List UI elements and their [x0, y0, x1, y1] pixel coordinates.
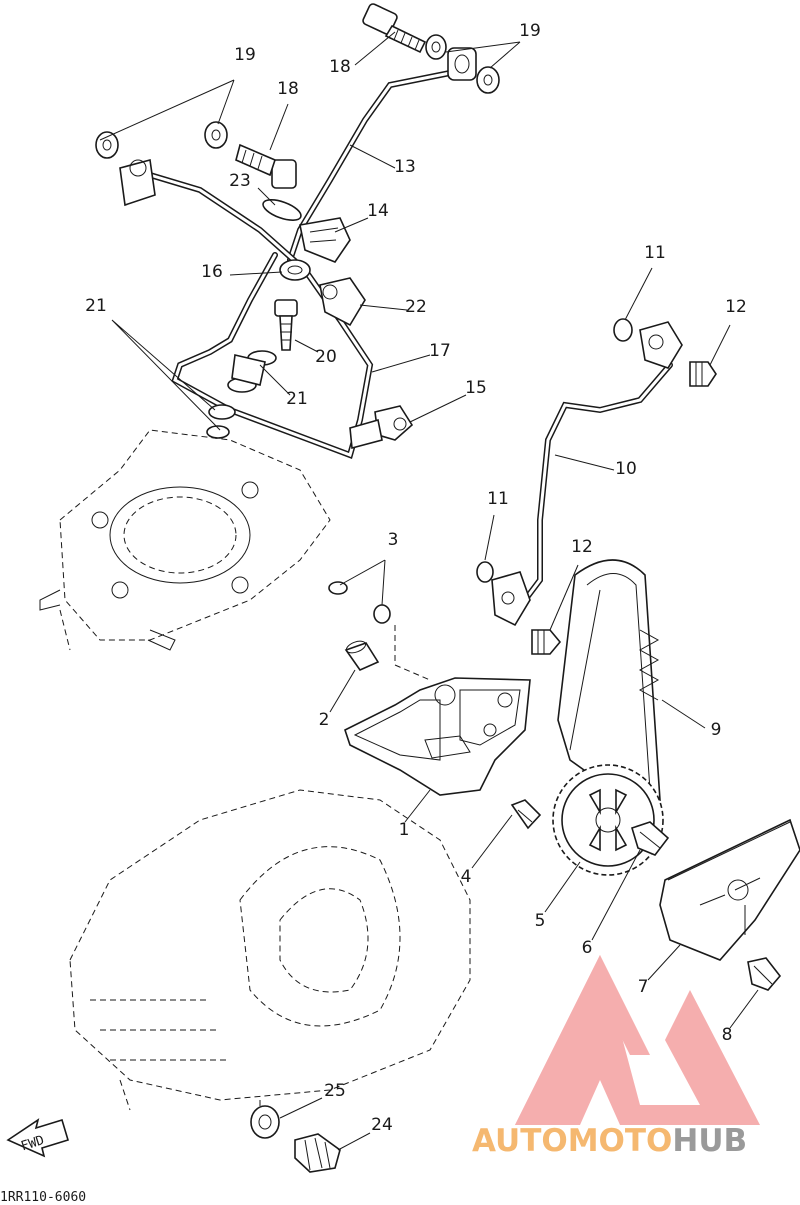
bolt-4-icon — [510, 799, 542, 830]
washer-19-set — [95, 34, 500, 159]
clamp-22-icon — [319, 277, 366, 327]
callout-c1: 1 — [399, 820, 410, 840]
callout-c8: 8 — [722, 1025, 733, 1045]
callout-c15: 15 — [465, 378, 487, 398]
callout-c3: 3 — [388, 530, 399, 550]
callout-c21b: 21 — [286, 389, 308, 409]
drain-bolt-24-icon — [294, 1133, 341, 1173]
callout-c23: 23 — [229, 171, 251, 191]
washer-21-set — [206, 350, 277, 439]
callout-c16: 16 — [201, 262, 223, 282]
pump-cover-7-icon — [659, 818, 800, 961]
bolt-8-icon — [747, 957, 782, 991]
fwd-arrow-icon — [6, 1118, 69, 1158]
watermark-text: AUTOMOTOHUB — [472, 1123, 747, 1159]
callout-c19a: 19 — [234, 45, 256, 65]
union-bolt-mid-icon — [235, 143, 297, 189]
callout-c11b: 11 — [487, 489, 509, 509]
bolt-6-icon — [631, 821, 670, 856]
clamp-14-icon — [299, 217, 351, 263]
union-bolt-20-icon — [274, 299, 298, 351]
bolt-12-set — [531, 361, 717, 655]
cylinder-block-outline — [39, 429, 331, 651]
callout-c12a: 12 — [725, 297, 747, 317]
callout-c22: 22 — [405, 297, 427, 317]
callout-c5: 5 — [535, 911, 546, 931]
callout-c25: 25 — [324, 1081, 346, 1101]
crankcase-outline — [69, 789, 471, 1130]
sprocket-5-icon — [552, 764, 664, 876]
oil-pipe-13 — [287, 69, 458, 263]
o-ring-3-set — [328, 581, 391, 624]
dowel-pin-2-icon — [344, 640, 380, 671]
union-bolt-top-icon — [362, 3, 427, 54]
washer-25-icon — [250, 1105, 280, 1139]
oil-pump-1-icon — [344, 625, 531, 796]
grommet-23-icon — [262, 199, 302, 221]
callout-c2: 2 — [319, 710, 330, 730]
callout-c9: 9 — [711, 720, 722, 740]
callout-c19b: 19 — [519, 21, 541, 41]
callout-c7: 7 — [638, 977, 649, 997]
callout-c11a: 11 — [644, 243, 666, 263]
drive-chain-9-icon — [557, 559, 661, 801]
bracket-15-icon — [349, 405, 414, 450]
banjo-fitting-left — [119, 158, 156, 207]
callout-c18b: 18 — [277, 79, 299, 99]
callout-c10: 10 — [615, 459, 637, 479]
callout-c17: 17 — [429, 341, 451, 361]
callout-c20: 20 — [315, 347, 337, 367]
callout-c24: 24 — [371, 1115, 393, 1135]
callout-c13: 13 — [394, 157, 416, 177]
automotohub-logo — [515, 955, 760, 1125]
fwd-label: FWD — [19, 1133, 46, 1155]
callout-c12b: 12 — [571, 537, 593, 557]
callout-c4: 4 — [461, 867, 472, 887]
oil-pipe-10 — [522, 362, 673, 603]
callout-c21a: 21 — [85, 296, 107, 316]
oil-pipe-17 — [147, 172, 374, 459]
callout-c18a: 18 — [329, 57, 351, 77]
grommet-16-icon — [279, 259, 311, 281]
drawing-code: 1RR110-6060 — [0, 1190, 86, 1205]
leader-lines — [99, 31, 759, 1151]
o-ring-11-set — [476, 318, 633, 583]
pipe-flange-upper — [639, 321, 683, 369]
pipe-flange-lower — [491, 571, 531, 627]
callout-c6: 6 — [582, 938, 593, 958]
callout-c14: 14 — [367, 201, 389, 221]
